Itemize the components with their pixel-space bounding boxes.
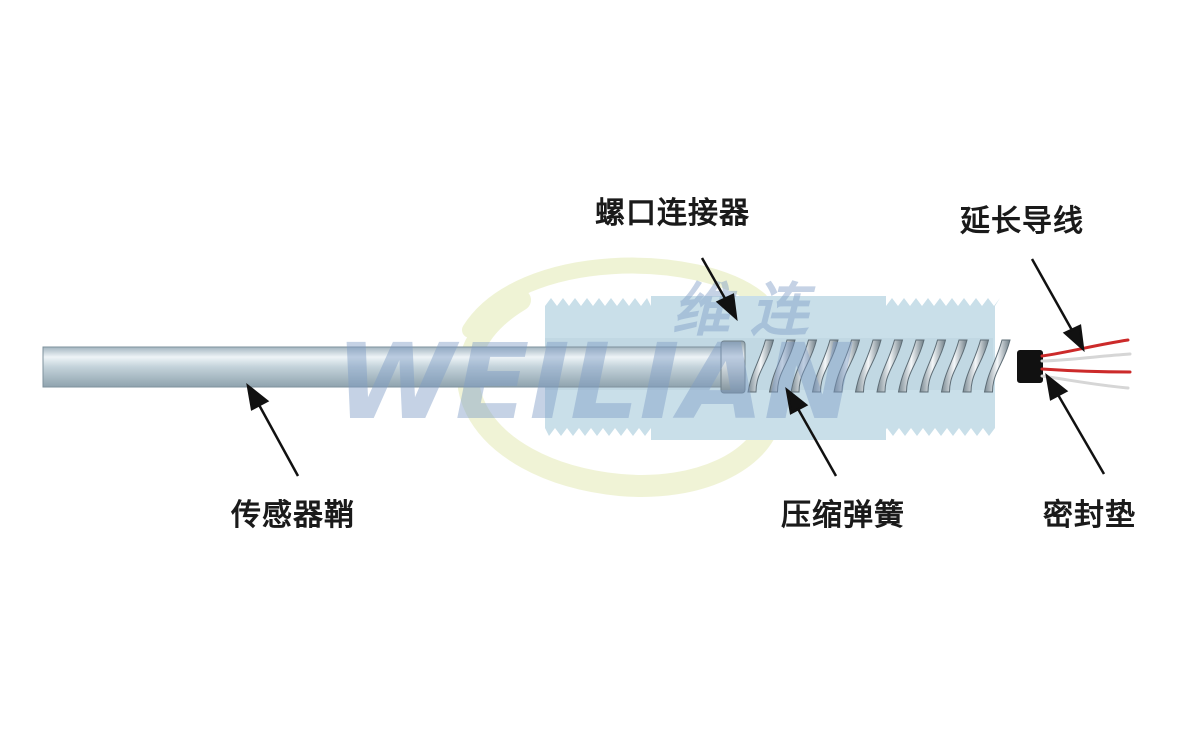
- arrow-extension-wires: [1030, 258, 1085, 353]
- spring-coil: [833, 339, 861, 393]
- label-sensor-sheath: 传感器鞘: [231, 498, 355, 533]
- spring-coil: [768, 339, 796, 393]
- watermark-latin: WEILIAN: [335, 321, 855, 443]
- spring-coil: [811, 339, 839, 393]
- spring-coil: [897, 339, 925, 393]
- compression-spring: [747, 339, 1011, 393]
- arrow-seal-gasket: [1045, 372, 1106, 475]
- seal-gasket: [1017, 350, 1043, 383]
- wire-red-upper: [1040, 338, 1130, 358]
- spring-coil: [940, 339, 968, 393]
- label-seal-gasket: 密封垫: [1043, 498, 1136, 533]
- spring-coil: [983, 339, 1011, 393]
- arrow-thread-connector: [700, 257, 738, 322]
- label-extension-wires: 延长导线: [960, 204, 1084, 239]
- label-thread-connector: 螺口连接器: [595, 196, 750, 231]
- spring-coil: [876, 339, 904, 393]
- spring-coil: [854, 339, 882, 393]
- arrow-compression-spring: [785, 386, 838, 477]
- spring-collar: [720, 340, 746, 394]
- extension-wires: [1040, 338, 1132, 390]
- watermark-chinese: 维 连: [672, 276, 816, 344]
- spring-coil: [962, 339, 990, 393]
- spring-coil: [747, 339, 775, 393]
- wire-white-upper: [1040, 352, 1132, 363]
- arrow-sensor-sheath: [246, 382, 300, 477]
- callout-arrows: [246, 257, 1106, 477]
- label-compression-spring: 压缩弹簧: [781, 498, 905, 533]
- wire-red-lower: [1040, 367, 1132, 374]
- spring-coil: [919, 339, 947, 393]
- spring-coil: [790, 339, 818, 393]
